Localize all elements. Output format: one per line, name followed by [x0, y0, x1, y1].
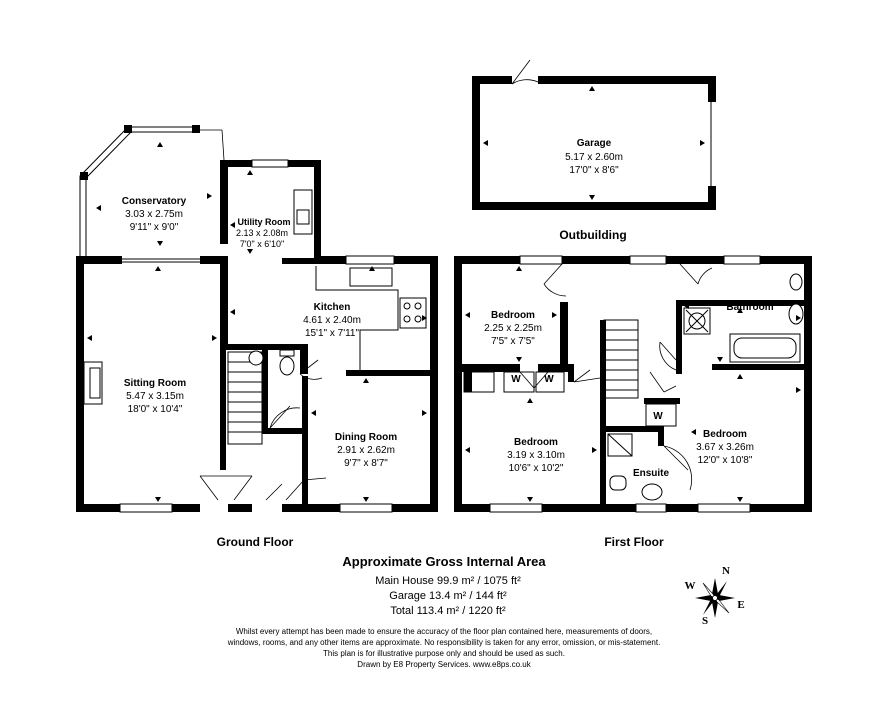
disclaimer-line-4: Drawn by E8 Property Services. www.e8ps.… — [357, 660, 531, 669]
bedroom-small-metric: 2.25 x 2.25m — [484, 323, 542, 334]
garage-metric: 5.17 x 2.60m — [565, 152, 623, 163]
disclaimer-line-2: windows, rooms, and any other items are … — [227, 638, 661, 647]
garage-imperial: 17'0" x 8'6" — [569, 165, 619, 176]
bedroom-small-name: Bedroom — [491, 310, 535, 321]
area-main-house: Main House 99.9 m² / 1075 ft² — [375, 575, 521, 587]
conservatory-name: Conservatory — [122, 196, 187, 207]
sitting-room-imperial: 18'0" x 10'4" — [128, 404, 183, 415]
utility-name: Utility Room — [238, 217, 291, 227]
sitting-room-name: Sitting Room — [124, 378, 186, 389]
dining-room-metric: 2.91 x 2.62m — [337, 445, 395, 456]
utility-metric: 2.13 x 2.08m — [236, 228, 288, 238]
compass-rose — [695, 578, 735, 618]
compass-south: S — [702, 615, 708, 627]
bedroom-middle-imperial: 10'6" x 10'2" — [509, 463, 564, 474]
kitchen-name: Kitchen — [314, 302, 351, 313]
disclaimer-line-1: Whilst every attempt has been made to en… — [236, 627, 652, 636]
ground-floor-plan — [76, 125, 438, 513]
wardrobe-label-1: W — [511, 374, 521, 385]
bedroom-middle-name: Bedroom — [514, 437, 558, 448]
disclaimer-line-3: This plan is for illustrative purpose on… — [323, 649, 565, 658]
conservatory-imperial: 9'11" x 9'0" — [130, 222, 179, 233]
garage-plan — [472, 59, 716, 210]
kitchen-metric: 4.61 x 2.40m — [303, 315, 361, 326]
compass-west: W — [685, 580, 696, 592]
ground-floor-label: Ground Floor — [217, 535, 294, 549]
compass-east: E — [737, 599, 744, 611]
bedroom-middle-metric: 3.19 x 3.10m — [507, 450, 565, 461]
dining-room-imperial: 9'7" x 8'7" — [344, 458, 388, 469]
bathroom-name: Bathroom — [726, 302, 773, 313]
bedroom-right-metric: 3.67 x 3.26m — [696, 442, 754, 453]
bedroom-small-imperial: 7'5" x 7'5" — [491, 336, 535, 347]
utility-imperial: 7'0" x 6'10" — [240, 239, 284, 249]
first-floor-label: First Floor — [604, 535, 664, 549]
compass-north: N — [722, 565, 730, 577]
first-floor-plan — [454, 255, 812, 513]
ensuite-name: Ensuite — [633, 468, 670, 479]
conservatory-metric: 3.03 x 2.75m — [125, 209, 183, 220]
area-total: Total 113.4 m² / 1220 ft² — [390, 605, 506, 617]
area-title: Approximate Gross Internal Area — [342, 554, 546, 569]
wardrobe-label-3: W — [653, 411, 663, 422]
sitting-room-metric: 5.47 x 3.15m — [126, 391, 184, 402]
bedroom-right-imperial: 12'0" x 10'8" — [698, 455, 753, 466]
bedroom-right-name: Bedroom — [703, 429, 747, 440]
wardrobe-label-2: W — [544, 374, 554, 385]
area-garage: Garage 13.4 m² / 144 ft² — [389, 590, 507, 602]
outbuilding-label: Outbuilding — [559, 228, 626, 242]
dining-room-name: Dining Room — [335, 432, 397, 443]
kitchen-imperial: 15'1" x 7'11" — [305, 328, 360, 339]
garage-name: Garage — [577, 138, 612, 149]
